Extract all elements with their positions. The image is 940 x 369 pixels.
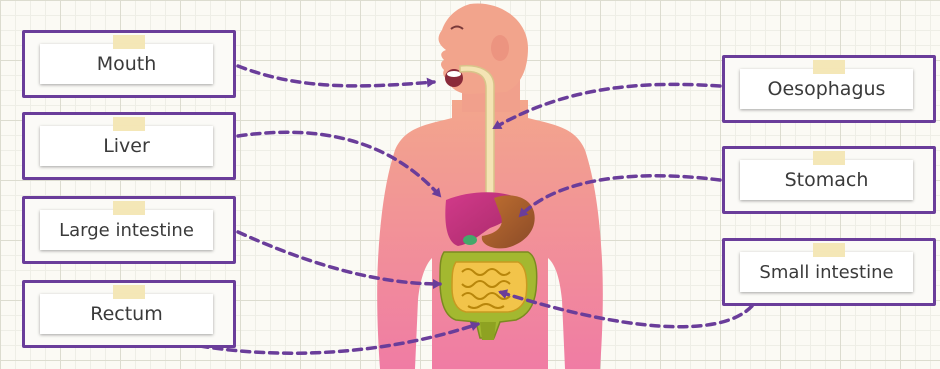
label-box-rectum[interactable]: Rectum xyxy=(22,280,236,348)
label-liver: Liver xyxy=(103,135,150,157)
label-stomach: Stomach xyxy=(785,169,869,191)
label-card-rectum: Rectum xyxy=(40,294,213,334)
rectum-organ xyxy=(480,322,496,340)
tape-icon xyxy=(113,285,145,299)
label-box-large-intestine[interactable]: Large intestine xyxy=(22,196,236,264)
tape-icon xyxy=(813,243,845,257)
tape-icon xyxy=(113,117,145,131)
label-box-oesophagus[interactable]: Oesophagus xyxy=(722,55,936,123)
label-oesophagus: Oesophagus xyxy=(768,78,886,100)
label-card-large-intestine: Large intestine xyxy=(40,210,213,250)
label-card-oesophagus: Oesophagus xyxy=(740,69,913,109)
human-body xyxy=(377,3,603,369)
gallbladder xyxy=(463,235,477,245)
tape-icon xyxy=(113,35,145,49)
ear xyxy=(491,35,509,61)
tape-icon xyxy=(113,201,145,215)
tape-icon xyxy=(813,60,845,74)
arrow-mouth xyxy=(238,66,434,86)
label-small-intestine: Small intestine xyxy=(759,262,893,283)
label-box-small-intestine[interactable]: Small intestine xyxy=(722,238,936,306)
label-large-intestine: Large intestine xyxy=(59,220,194,241)
label-box-stomach[interactable]: Stomach xyxy=(722,146,936,214)
label-mouth: Mouth xyxy=(97,53,157,75)
label-card-mouth: Mouth xyxy=(40,44,213,84)
label-card-small-intestine: Small intestine xyxy=(740,252,913,292)
label-rectum: Rectum xyxy=(90,303,162,325)
tape-icon xyxy=(813,151,845,165)
label-box-liver[interactable]: Liver xyxy=(22,112,236,180)
label-card-liver: Liver xyxy=(40,126,213,166)
teeth xyxy=(447,71,461,77)
label-box-mouth[interactable]: Mouth xyxy=(22,30,236,98)
label-card-stomach: Stomach xyxy=(740,160,913,200)
